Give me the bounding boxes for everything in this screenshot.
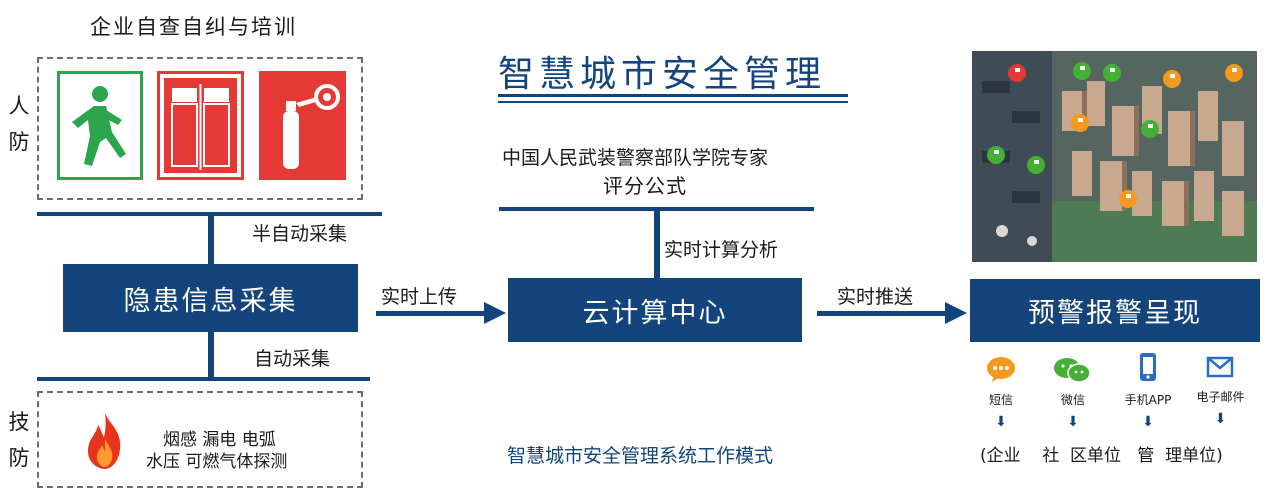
sms-icon: [987, 357, 1015, 382]
flame-shape: [88, 413, 121, 469]
bottom-connector-bar: [37, 377, 370, 381]
upload-arrow-shaft: [376, 311, 486, 316]
emergency-exit-icon: [57, 71, 143, 180]
safety-signs-panel: [37, 57, 363, 200]
fire-icon: [84, 411, 126, 471]
city-map-graphic: [972, 51, 1257, 262]
city-map-image: [972, 51, 1257, 262]
sensor-panel: [37, 391, 363, 488]
expert-bar: [499, 207, 814, 211]
arrow-down-icon: ⬇: [1142, 414, 1154, 430]
arrow-down-icon: ⬇: [1214, 411, 1227, 427]
channel-app: 手机APP ⬇: [1118, 352, 1178, 430]
sensor-line2: 水压 可燃气体探测: [146, 452, 288, 472]
expert-line2: 评分公式: [603, 174, 687, 198]
push-label: 实时推送: [837, 286, 914, 308]
label-jifang-text: 技 防: [8, 410, 30, 470]
label-renfang: 人 防: [6, 88, 32, 160]
fire-cabinet-icon: [157, 71, 244, 180]
fire-cabinet-shape: [164, 78, 237, 173]
channel-sms: 短信 ⬇: [981, 356, 1021, 430]
title-underline-1: [498, 94, 848, 97]
target-units: (企业 社 区单位 管 理单位): [980, 446, 1223, 466]
fire-extinguisher-icon: [259, 71, 346, 180]
cloud-center-box: 云计算中心: [508, 278, 802, 342]
sensor-line1: 烟感 漏电 电弧: [163, 430, 276, 450]
hazard-collect-box: 隐患信息采集: [63, 264, 358, 332]
title-underline-2: [498, 101, 848, 103]
bottom-connector-stem: [208, 332, 214, 377]
label-jifang: 技 防: [6, 404, 32, 476]
arrow-down-icon: ⬇: [1067, 414, 1079, 430]
arrow-down-icon: ⬇: [995, 414, 1007, 430]
channel-wechat: 微信 ⬇: [1053, 356, 1093, 430]
warning-present-box: 预警报警呈现: [970, 279, 1260, 342]
upload-label: 实时上传: [381, 286, 458, 308]
wechat-icon: [1054, 358, 1091, 383]
semi-auto-label: 半自动采集: [252, 223, 348, 245]
top-connector-stem: [208, 214, 214, 264]
diagram-caption: 智慧城市安全管理系统工作模式: [507, 445, 774, 467]
auto-label: 自动采集: [254, 348, 331, 370]
envelope-icon: [1206, 356, 1234, 378]
push-arrow-head: [945, 302, 967, 324]
mobile-phone-icon: [1140, 353, 1156, 381]
extinguisher-shape: [283, 84, 340, 169]
channel-sms-label: 短信: [988, 393, 1013, 407]
channel-email-label: 电子邮件: [1196, 390, 1245, 404]
expert-line1: 中国人民武装警察部队学院专家: [502, 147, 769, 169]
push-arrow-shaft: [817, 311, 948, 316]
label-renfang-text: 人 防: [8, 94, 30, 154]
self-check-title: 企业自查自纠与培训: [90, 15, 297, 39]
expert-stem: [654, 210, 660, 278]
main-title: 智慧城市安全管理: [498, 54, 827, 95]
channel-app-label: 手机APP: [1124, 393, 1172, 407]
channel-email: 电子邮件 ⬇: [1193, 356, 1248, 427]
channel-wechat-label: 微信: [1060, 393, 1085, 407]
running-man-icon: [72, 86, 126, 166]
calc-label: 实时计算分析: [664, 239, 779, 261]
upload-arrow-head: [484, 302, 506, 324]
